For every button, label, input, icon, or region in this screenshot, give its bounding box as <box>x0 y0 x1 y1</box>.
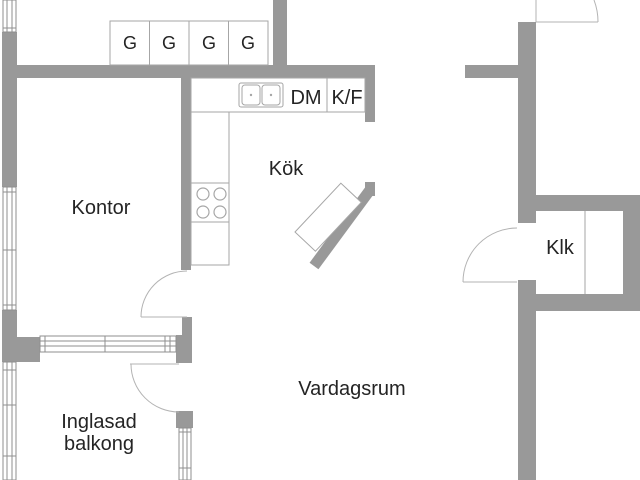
room-label-klk: Klk <box>546 237 575 259</box>
window-left-bottom <box>2 361 17 480</box>
kitchen-diagonal-counter <box>294 182 362 252</box>
wall-left-lower <box>2 310 17 362</box>
room-label-balkong: balkong <box>64 433 134 455</box>
wall-klk-right <box>623 195 640 311</box>
wall-right-top-stub <box>465 65 518 78</box>
wall-right-lower <box>518 280 536 480</box>
sink-icon <box>238 82 284 108</box>
room-label-kok: Kök <box>269 158 304 180</box>
door-balcony <box>130 363 180 413</box>
door-klk <box>462 227 518 283</box>
window-balcony-partition <box>39 335 177 353</box>
wall-kitchen-left <box>181 76 191 270</box>
doors <box>130 0 599 413</box>
wall-top <box>2 65 375 78</box>
room-label-vardagsrum: Vardagsrum <box>298 378 405 400</box>
wall-left-upper <box>2 32 17 187</box>
wardrobe-label-3: G <box>202 33 216 53</box>
labels: G G G G DM K/F Kontor Kök Vardagsrum Ing… <box>61 33 575 455</box>
room-label-inglasad: Inglasad <box>61 411 137 433</box>
stove-icon <box>196 187 227 219</box>
window-balcony-glazing <box>178 427 192 480</box>
dishwasher-label: DM <box>290 87 321 109</box>
wall-balcony-branch <box>17 337 40 362</box>
door-top-right <box>535 0 599 23</box>
wall-diagonal-stub <box>365 182 375 196</box>
wardrobe-grid <box>109 20 269 66</box>
fridge-freezer-label: K/F <box>331 87 362 109</box>
wall-hall-entry <box>273 0 287 65</box>
wall-kitchen-right <box>365 66 375 122</box>
wall-klk-bottom <box>518 294 640 311</box>
windows <box>2 0 192 480</box>
room-label-kontor: Kontor <box>72 197 131 219</box>
wardrobe-label-1: G <box>123 33 137 53</box>
door-kontor <box>140 270 188 318</box>
fixtures <box>109 20 586 294</box>
wardrobe-label-2: G <box>162 33 176 53</box>
wardrobe-label-4: G <box>241 33 255 53</box>
window-left-top <box>2 0 17 33</box>
wall-klk-top <box>536 195 640 211</box>
wall-mid-block <box>176 335 192 363</box>
wall-right-upper <box>518 22 536 223</box>
window-left-middle <box>2 186 17 311</box>
wall-mid-stub-lower <box>176 411 193 428</box>
